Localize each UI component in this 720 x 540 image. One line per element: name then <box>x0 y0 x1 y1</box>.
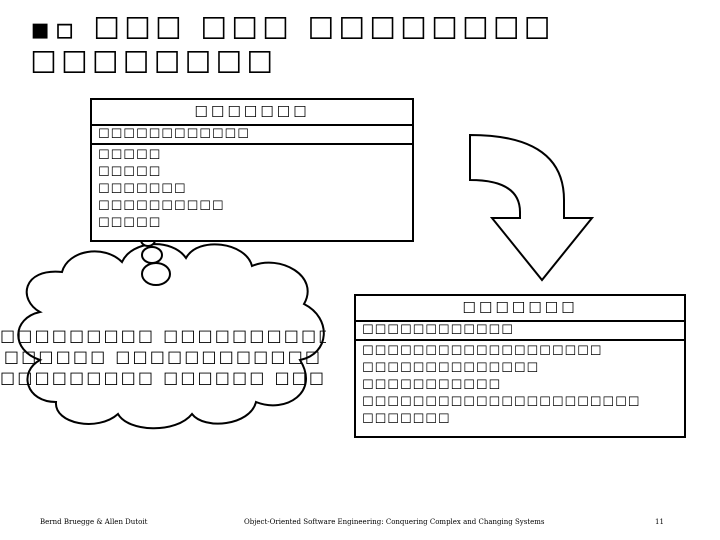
operation-item: ☐☐☐☐☐☐☐☐☐☐☐☐☐☐☐☐☐☐☐☐☐☐ <box>362 395 641 410</box>
class-box-after: ☐☐☐☐☐☐☐ ☐☐☐☐☐☐☐☐☐☐☐☐ ☐☐☐☐☐☐☐☐☐☐☐☐☐☐☐☐☐☐☐… <box>354 294 686 438</box>
operation-item: ☐☐☐☐☐☐☐☐☐☐☐ <box>362 378 502 393</box>
class-attribute: ☐☐☐☐☐☐☐☐☐☐☐☐ <box>92 126 412 145</box>
cloud-text-line: ☐☐☐☐☐☐☐☐☐ ☐☐☐☐☐☐ ☐☐☐☐☐☐☐ <box>0 370 326 390</box>
operation-item: ☐☐☐☐☐ <box>98 165 162 180</box>
operation-item: ☐☐☐☐☐ <box>98 148 162 163</box>
operation-item: ☐☐☐☐☐☐☐☐☐☐☐☐☐☐ <box>362 361 540 376</box>
footer-book-title: Object-Oriented Software Engineering: Co… <box>244 518 545 526</box>
thought-bubble-large <box>141 262 171 286</box>
slide-title-line-1: ▪▫ ☐☐☐ ☐☐☐ ☐☐☐☐☐☐☐☐ <box>30 12 555 47</box>
class-name: ☐☐☐☐☐☐☐ <box>92 100 412 126</box>
thought-cloud <box>17 243 325 430</box>
operation-item: ☐☐☐☐☐☐☐☐☐☐☐☐☐☐☐☐☐☐☐ <box>362 344 603 359</box>
operation-item: ☐☐☐☐☐☐☐ <box>98 182 187 197</box>
operation-item: ☐☐☐☐☐☐☐ <box>362 412 451 427</box>
class-operations: ☐☐☐☐☐☐☐☐☐☐☐☐☐☐☐☐☐☐☐ ☐☐☐☐☐☐☐☐☐☐☐☐☐☐ ☐☐☐☐☐… <box>356 341 684 428</box>
transformation-arrow <box>469 133 595 282</box>
class-box-before: ☐☐☐☐☐☐☐ ☐☐☐☐☐☐☐☐☐☐☐☐ ☐☐☐☐☐ ☐☐☐☐☐ ☐☐☐☐☐☐☐… <box>90 98 414 242</box>
class-attribute: ☐☐☐☐☐☐☐☐☐☐☐☐ <box>356 322 684 341</box>
operation-item: ☐☐☐☐☐ <box>98 216 162 231</box>
slide-title-line-2: ☐☐☐☐☐☐☐☐ <box>30 46 278 81</box>
cloud-text: ☐☐☐☐☐☐☐☐☐ ☐☐☐☐☐☐☐☐☐☐ ☐☐☐☐☐☐ ☐☐☐☐☐☐☐☐☐☐☐☐… <box>0 328 326 391</box>
cloud-text-line: ☐☐☐☐☐☐ ☐☐☐☐☐☐☐☐☐☐☐☐ <box>3 349 323 369</box>
footer-authors: Bernd Bruegge & Allen Dutoit <box>40 518 148 526</box>
thought-bubble-medium <box>141 246 163 264</box>
footer-page-number: 11 <box>655 518 664 526</box>
class-operations: ☐☐☐☐☐ ☐☐☐☐☐ ☐☐☐☐☐☐☐ ☐☐☐☐☐☐☐☐☐☐ ☐☐☐☐☐ <box>92 145 412 232</box>
operation-item: ☐☐☐☐☐☐☐☐☐☐ <box>98 199 225 214</box>
class-name: ☐☐☐☐☐☐☐ <box>356 296 684 322</box>
cloud-text-line: ☐☐☐☐☐☐☐☐☐ ☐☐☐☐☐☐☐☐☐☐ <box>0 328 326 348</box>
